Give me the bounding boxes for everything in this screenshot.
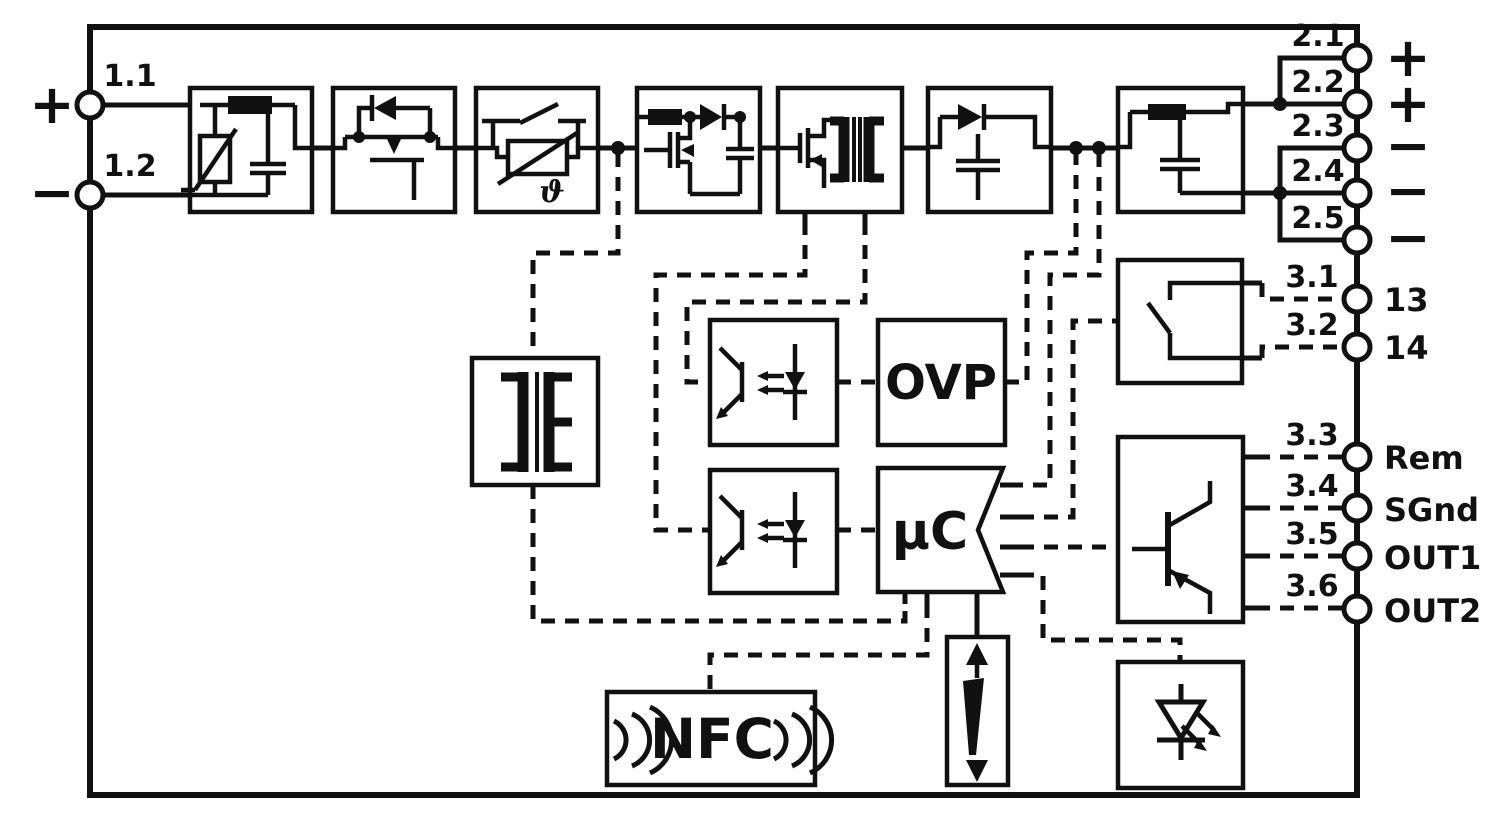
terminal-2-5 — [1341, 224, 1373, 256]
terminal-2-1 — [1341, 42, 1373, 74]
inrush-mosfet-block — [330, 85, 458, 215]
opto-transistor-icon — [716, 346, 745, 419]
input-plus-sign: + — [29, 73, 74, 136]
rem-label: Rem — [1384, 439, 1464, 477]
terminal-2-3 — [1341, 132, 1373, 164]
terminal-2-2 — [1341, 88, 1373, 120]
out2-label: OUT2 — [1384, 592, 1481, 630]
nfc-waves-right-icon — [772, 704, 835, 776]
inductor-icon — [1148, 104, 1186, 120]
out1-label: OUT1 — [1384, 539, 1481, 577]
input-terminals: 1.1 1.2 + − — [29, 59, 156, 224]
nfc-block: NFC — [604, 689, 835, 788]
relay-fixed-contact — [1167, 280, 1242, 300]
terminal-3-3 — [1341, 441, 1373, 473]
mosfet-icon — [797, 117, 830, 188]
adjust-arrows-block — [944, 634, 1011, 788]
ovp-label: OVP — [885, 355, 997, 411]
capacitor-icon — [956, 134, 1000, 200]
terminal-3-2-label: 3.2 — [1285, 308, 1338, 343]
thermal-limiter-block: ϑ — [473, 85, 601, 215]
terminal-3-4-label: 3.4 — [1285, 469, 1338, 504]
terminal-2-3-label: 2.3 — [1291, 109, 1344, 144]
ovp-block: OVP — [875, 317, 1008, 448]
mosfet-icon — [644, 117, 694, 194]
output-terminals: 2.1 2.2 2.3 2.4 2.5 + + − − − — [1291, 19, 1430, 269]
nfc-waves-left-icon — [612, 704, 675, 776]
relay-14-label: 14 — [1384, 329, 1429, 367]
led-indicator-block — [1115, 659, 1246, 791]
dashed-signal-lines — [530, 153, 1344, 692]
relay-contact-block — [1115, 257, 1245, 386]
terminal-3-6-label: 3.6 — [1285, 569, 1338, 604]
output-sign-4: − — [1385, 159, 1430, 222]
up-down-arrows-icon — [963, 643, 988, 782]
body-diode-icon — [356, 95, 433, 137]
transformer-windings-icon — [501, 372, 572, 472]
terminal-2-4 — [1341, 177, 1373, 209]
transistor-icon — [1132, 481, 1213, 614]
fuse-icon — [228, 96, 272, 114]
capacitor-icon — [250, 105, 286, 195]
junction-dots — [611, 97, 1287, 200]
terminal-2-2-label: 2.2 — [1291, 65, 1344, 100]
terminal-3-2 — [1341, 331, 1373, 363]
terminal-2-1-label: 2.1 — [1291, 19, 1344, 54]
terminal-3-1 — [1341, 283, 1373, 315]
transformer-icon — [830, 116, 884, 183]
output-sign-2: + — [1385, 72, 1430, 135]
optocoupler-1-block — [707, 317, 840, 448]
diode-icon — [700, 104, 722, 130]
main-power-lines — [103, 55, 1357, 637]
capacitor-icon — [1160, 112, 1200, 193]
mcu-block: μC — [875, 465, 1007, 595]
flyback-transformer-block — [775, 85, 905, 215]
diode-icon — [958, 104, 982, 130]
terminal-3-4 — [1341, 492, 1373, 524]
terminal-2-5-label: 2.5 — [1291, 201, 1344, 236]
terminal-1-2-label: 1.2 — [103, 149, 156, 184]
boost-converter-block — [634, 85, 763, 215]
sgnd-label: SGnd — [1384, 491, 1479, 529]
capacitor-icon — [726, 117, 754, 194]
terminal-2-4-label: 2.4 — [1291, 154, 1344, 189]
nfc-label: NFC — [650, 707, 774, 771]
rectifier-block — [925, 85, 1054, 215]
terminal-3-1-label: 3.1 — [1285, 260, 1338, 295]
isolation-transformer-block — [469, 355, 601, 488]
terminal-3-5-label: 3.5 — [1285, 517, 1338, 552]
terminal-3-3-label: 3.3 — [1285, 418, 1338, 453]
terminal-1-1-label: 1.1 — [103, 59, 156, 94]
terminal-3-5 — [1341, 540, 1373, 572]
mcu-label: μC — [892, 502, 968, 562]
output-filter-block — [1115, 85, 1246, 215]
output-sign-1: + — [1385, 26, 1430, 89]
terminal-3-6 — [1341, 593, 1373, 625]
bypass-switch-icon — [482, 101, 586, 148]
output-sign-5: − — [1385, 206, 1430, 269]
input-protection-block — [181, 85, 315, 215]
relay-blade-icon — [1146, 301, 1172, 335]
mosfet-icon — [370, 137, 424, 200]
input-minus-sign: − — [29, 161, 74, 224]
led-icon — [1154, 684, 1221, 760]
relay-13-label: 13 — [1384, 281, 1429, 319]
output-sign-3: − — [1385, 114, 1430, 177]
terminal-1-1 — [74, 89, 106, 121]
signal-terminals: 3.1 3.2 3.3 3.4 3.5 3.6 13 14 Rem SGnd O… — [1285, 260, 1481, 630]
inductor-icon — [648, 109, 682, 125]
optocoupler-2-block — [707, 467, 840, 596]
device-enclosure-border — [87, 24, 1360, 798]
signal-transistor-block — [1115, 434, 1246, 625]
thermistor-symbol: ϑ — [539, 175, 564, 210]
terminal-1-2 — [74, 179, 106, 211]
opto-transistor-icon — [716, 494, 745, 567]
